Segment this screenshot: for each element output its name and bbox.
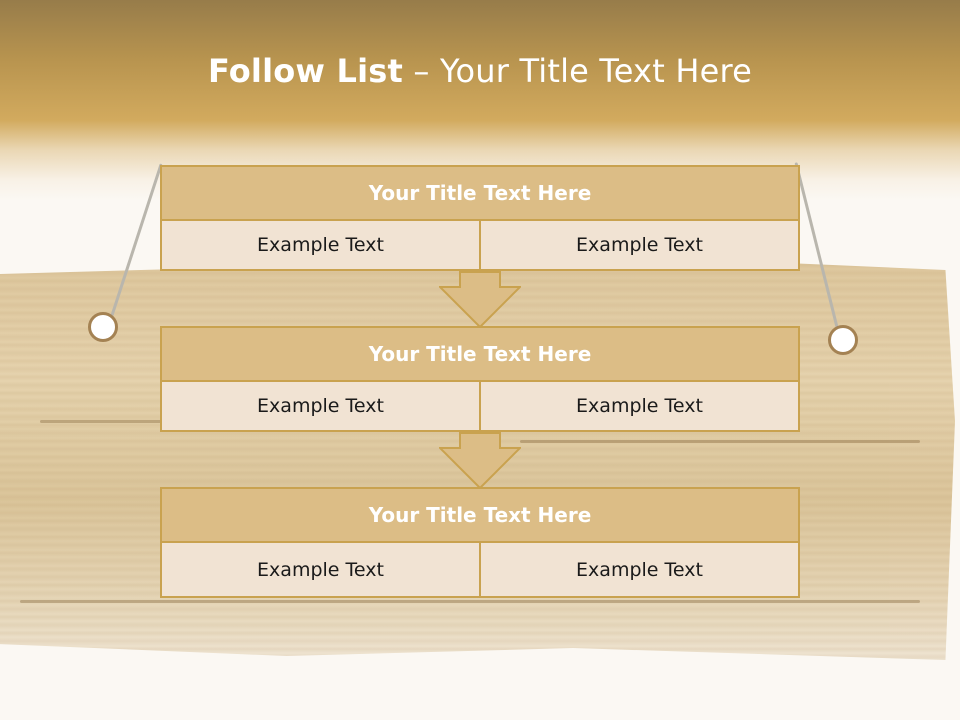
slide-title-rest: – Your Title Text Here <box>403 52 753 90</box>
step-text-right: Example Text <box>481 382 800 432</box>
wood-crack <box>520 440 920 443</box>
step-text-left: Example Text <box>160 543 481 598</box>
step-title: Your Title Text Here <box>160 487 800 543</box>
right-hanger-hole <box>828 325 858 355</box>
down-arrow-icon <box>439 271 521 328</box>
flow-step-3: Your Title Text Here Example Text Exampl… <box>160 487 800 598</box>
step-text-right: Example Text <box>481 221 800 271</box>
step-title: Your Title Text Here <box>160 326 800 382</box>
step-text-left: Example Text <box>160 221 481 271</box>
step-text-left: Example Text <box>160 382 481 432</box>
flow-step-2: Your Title Text Here Example Text Exampl… <box>160 326 800 432</box>
slide-title-bold: Follow List <box>207 52 404 90</box>
step-title: Your Title Text Here <box>160 165 800 221</box>
wood-crack <box>20 600 920 603</box>
left-hanger-hole <box>88 312 118 342</box>
slide-title: Follow List – Your Title Text Here <box>0 52 960 90</box>
flow-step-1: Your Title Text Here Example Text Exampl… <box>160 165 800 271</box>
down-arrow-icon <box>439 432 521 489</box>
step-text-right: Example Text <box>481 543 800 598</box>
